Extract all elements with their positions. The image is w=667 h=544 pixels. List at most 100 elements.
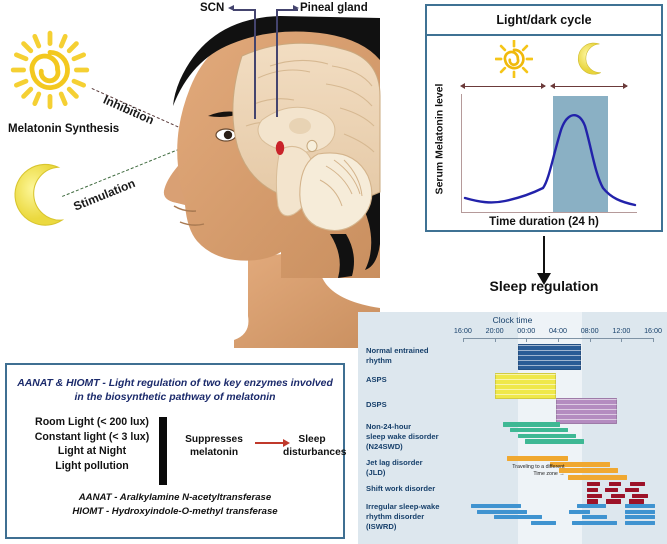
day-arrow-right-head-icon	[541, 82, 546, 89]
scn-marker	[275, 141, 285, 155]
scn-label: SCN	[200, 2, 225, 14]
disorder-bar	[625, 520, 655, 525]
y-axis-label: Serum Melatonin level	[433, 83, 445, 195]
day-arrow-left-head-icon	[460, 82, 465, 89]
suppresses-melatonin-label: Suppresses melatonin	[185, 434, 243, 459]
light-dark-title: Light/dark cycle	[496, 13, 592, 27]
clock-tick-label: 04:00	[549, 326, 567, 335]
disorder-bar	[632, 493, 649, 498]
disorder-bar	[502, 422, 561, 427]
disorder-bar	[572, 520, 617, 525]
disorder-bar	[604, 487, 619, 493]
light-conditions-list: Room Light (< 200 lux) Constant light (<…	[34, 416, 150, 472]
disorder-bar	[586, 482, 600, 487]
clock-axis	[462, 338, 654, 339]
melatonin-light-panel: Melatonin Synthesis Inhibition Stimulati…	[0, 0, 420, 350]
day-phase-arrow	[463, 86, 545, 88]
disorder-row-label: Shift work disorder	[366, 484, 436, 493]
disorder-bar	[628, 499, 644, 504]
clock-tick-mark	[526, 338, 528, 342]
clock-tick-label: 16:00	[453, 326, 472, 335]
disorder-bar	[477, 509, 514, 514]
disorder-bar	[524, 439, 585, 444]
down-arrow-shaft	[543, 236, 546, 276]
disorder-bar	[550, 462, 611, 468]
y-axis	[461, 94, 463, 212]
down-arrow-icon	[537, 273, 551, 285]
clock-tick-mark	[494, 338, 496, 342]
night-shaded-band	[553, 96, 608, 212]
disorder-bar	[506, 456, 569, 461]
disorder-bar	[606, 499, 621, 504]
disorder-row-label: DSPS	[366, 400, 387, 409]
clock-tick-label: 20:00	[485, 326, 504, 335]
enzyme-regulation-panel: AANAT & HIOMT - Light regulation of two …	[5, 363, 347, 539]
scn-arrow-icon	[228, 5, 234, 11]
scn-leader-vertical	[254, 9, 256, 119]
disorder-bar	[558, 468, 619, 474]
head-sagittal-illustration	[130, 8, 410, 348]
disorder-bar	[586, 493, 603, 498]
disorder-bar	[508, 509, 528, 514]
disorder-bar	[586, 499, 599, 504]
disorder-bar	[495, 373, 557, 399]
disorder-row-label: Normal entrained rhythm	[366, 346, 429, 366]
disorder-bar	[625, 509, 655, 514]
melatonin-curve	[463, 114, 637, 207]
disorder-bar	[630, 482, 646, 487]
disorder-bar	[586, 487, 598, 493]
clock-tick-label: 12:00	[612, 326, 631, 335]
disorder-bar	[567, 474, 627, 480]
light-dark-cycle-panel: Light/dark cycle	[425, 4, 663, 232]
night-arrow-right-head-icon	[623, 82, 628, 89]
y-axis-label-wrap: Serum Melatonin level	[431, 64, 447, 214]
disorder-bar	[611, 493, 626, 498]
sleep-disturbances-label: Sleep disturbances	[283, 434, 347, 459]
circadian-disorders-chart: Clock time 16:00 20:00 00:00 04:00 08:00 12:0…	[358, 312, 667, 544]
pineal-leader-line	[276, 9, 298, 11]
melatonin-synthesis-label: Melatonin Synthesis	[8, 123, 120, 135]
disorder-bar	[581, 515, 608, 520]
scn-leader-line	[233, 9, 255, 11]
disorder-bar	[624, 487, 639, 493]
crescent-moon-icon	[575, 40, 609, 78]
clock-tick-mark	[589, 338, 591, 342]
disorder-row-label: Jet lag disorder (JLD)	[366, 458, 423, 478]
disorder-bar	[625, 504, 655, 508]
clock-tick-mark	[653, 338, 655, 342]
disorder-bar	[470, 504, 505, 508]
pineal-leader-vertical	[276, 9, 278, 117]
right-arrow-icon	[283, 438, 290, 447]
disorder-bar	[531, 520, 557, 525]
pineal-arrow-icon	[293, 5, 299, 11]
disorder-bar	[493, 515, 525, 520]
disorder-bar	[517, 433, 577, 439]
clock-tick-label: 00:00	[517, 326, 536, 335]
sleep-regulation-label: Sleep regulation	[489, 278, 599, 294]
enzyme-heading: AANAT & HIOMT - Light regulation of two …	[17, 378, 333, 404]
enzyme-footnote: AANAT - Aralkylamine N-acetyltransferase…	[72, 492, 278, 517]
sun-spiral-icon	[494, 39, 534, 79]
clock-time-title: Clock time	[492, 315, 533, 325]
disorder-bar	[608, 482, 622, 487]
clock-tick-mark	[462, 338, 464, 342]
right-arrow-shaft	[255, 442, 285, 444]
sun-spiral-icon	[10, 30, 90, 110]
stimulation-label: Stimulation	[71, 176, 138, 214]
disorder-row-label: Irregular sleep-wake rhythm disorder (IS…	[366, 502, 440, 532]
light-dark-title-bar: Light/dark cycle	[427, 6, 661, 36]
x-axis	[461, 212, 637, 214]
disorder-bar	[518, 344, 581, 370]
melatonin-chart: Serum Melatonin level Time duration (24 …	[427, 36, 661, 232]
vertical-divider-bar	[159, 417, 167, 486]
night-phase-arrow	[553, 86, 627, 88]
disorder-row-label: ASPS	[366, 375, 387, 384]
enzyme-middle-row: Room Light (< 200 lux) Constant light (<…	[7, 415, 347, 487]
disorder-bar	[509, 427, 569, 433]
clock-tick-mark	[621, 338, 623, 342]
disorder-bar	[577, 504, 606, 508]
disorder-bar	[519, 515, 543, 520]
disorder-row-label: Non-24-hour sleep wake disorder (N24SWD)	[366, 422, 439, 452]
clock-tick-mark	[558, 338, 559, 342]
clock-tick-label: 08:00	[580, 326, 599, 335]
